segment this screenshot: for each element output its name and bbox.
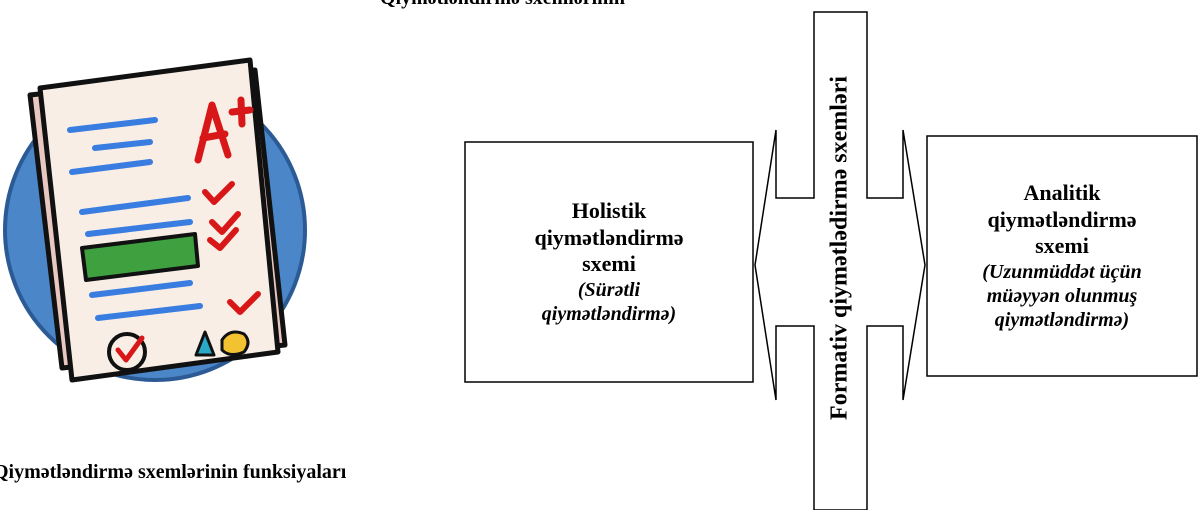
analytic-sub-line-2: müəyyən olunmuş	[986, 284, 1138, 307]
left-box	[464, 141, 754, 383]
holistic-title-line-2: qiymətləndirmə	[534, 224, 684, 250]
holistic-sub-line-1: (Sürətli	[577, 278, 641, 301]
graded-paper-icon	[3, 57, 307, 383]
triangle-shape	[194, 330, 216, 357]
top-title: Qiymətləndirmə sxemlərinin	[380, 0, 800, 10]
analytic-title-line-3: sxemi	[1035, 233, 1089, 259]
grade-a-plus	[194, 96, 254, 164]
analytic-sub-line-1: (Uzunmüddət üçün	[982, 260, 1142, 283]
yellow-blob	[220, 330, 250, 357]
holistic-scheme-box: Holistik qiymətləndirmə sxemi (Sürətli q…	[466, 143, 752, 381]
analytic-scheme-box: Analitik qiymətləndirmə sxemi (Uzunmüddə…	[928, 137, 1196, 375]
analytic-title-line-1: Analitik	[1023, 180, 1101, 206]
analytic-title-line-2: qiymətləndirmə	[987, 206, 1137, 232]
green-bar	[80, 232, 200, 282]
right-box	[926, 135, 1198, 377]
front-paper	[37, 57, 281, 383]
holistic-title-line-3: sxemi	[582, 251, 636, 277]
bottom-title: Qiymətləndirmə sxemlərinin funksiyaları	[0, 461, 347, 483]
double-arrow-cross	[754, 11, 926, 510]
holistic-sub-line-2: qiymətləndirmə)	[541, 302, 677, 325]
analytic-sub-line-3: qiymətləndirmə)	[994, 308, 1130, 331]
formative-schemes-label: Formativ qiymətlədirmə sxemləri	[826, 76, 853, 420]
holistic-title-line-1: Holistik	[571, 198, 647, 224]
checkmarks	[202, 181, 261, 315]
text-lines	[67, 117, 203, 321]
